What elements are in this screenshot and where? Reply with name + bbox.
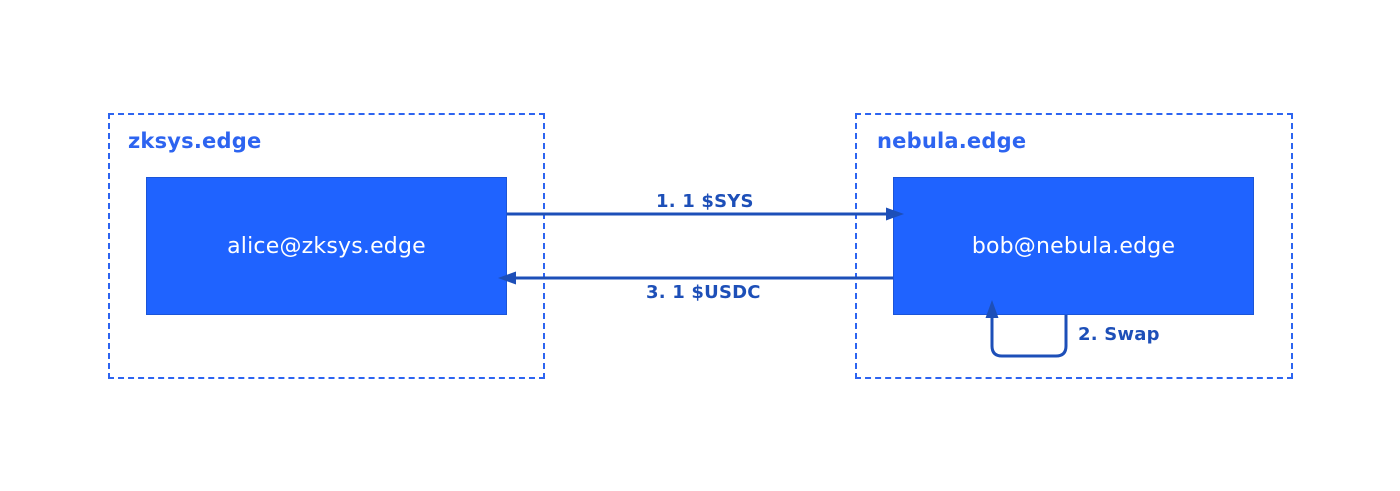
arrow-label-return: 3. 1 $USDC — [646, 282, 761, 303]
node-alice: alice@zksys.edge — [146, 177, 507, 315]
domain-zksys: zksys.edge — [108, 113, 545, 379]
domain-nebula: nebula.edge — [855, 113, 1293, 379]
arrow-label-send: 1. 1 $SYS — [656, 191, 754, 212]
arrow-label-swap: 2. Swap — [1078, 324, 1160, 345]
node-bob-label: bob@nebula.edge — [971, 233, 1176, 259]
node-bob: bob@nebula.edge — [893, 177, 1254, 315]
domain-label-nebula: nebula.edge — [877, 129, 1027, 153]
node-alice-label: alice@zksys.edge — [227, 233, 426, 259]
domain-label-zksys: zksys.edge — [128, 129, 262, 153]
